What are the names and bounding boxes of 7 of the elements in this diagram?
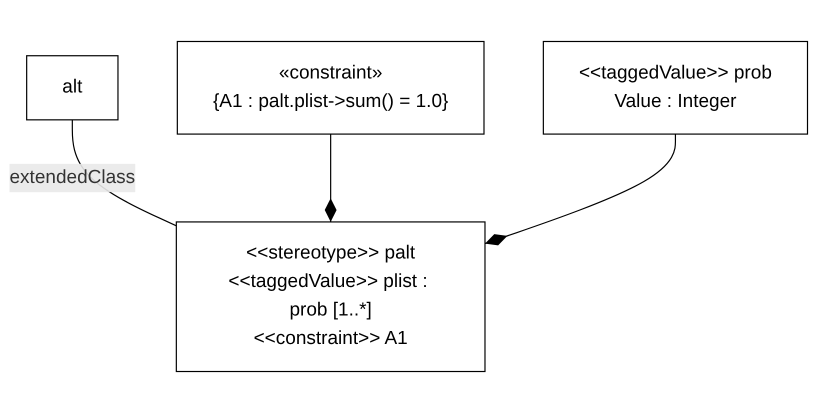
node-box: <<stereotype>> palt <<taggedValue>> plist : prob [1..*] <<constraint>> A1 bbox=[176, 221, 486, 372]
edge-label: extendedClass bbox=[9, 167, 136, 188]
node-box: <<taggedValue>> prob Value : Integer bbox=[542, 40, 808, 135]
node-box: alt bbox=[26, 55, 119, 120]
connector bbox=[484, 134, 676, 246]
node-box: «constraint» {A1 : palt.plist->sum() = 1.0} bbox=[176, 40, 485, 135]
connector bbox=[324, 134, 337, 222]
